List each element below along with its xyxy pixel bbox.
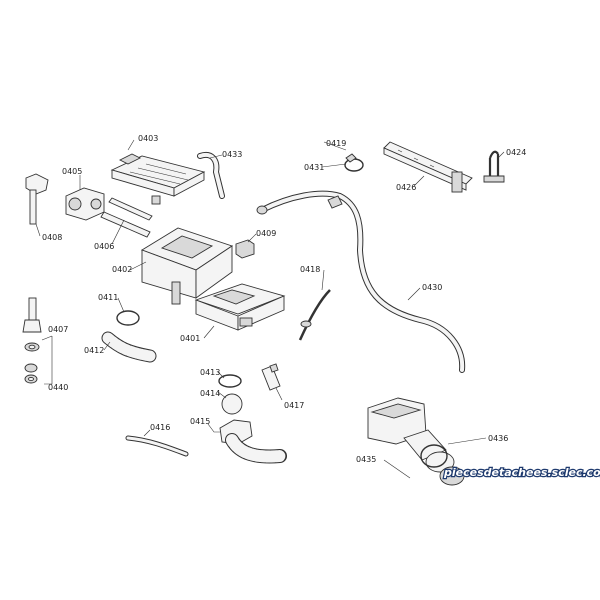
label-0407: 0407 xyxy=(48,325,68,334)
label-0416: 0416 xyxy=(150,423,170,432)
label-0403: 0403 xyxy=(138,134,158,143)
watermark-text: piecesdetachees.sclec.com xyxy=(443,466,600,479)
label-0418: 0418 xyxy=(300,265,320,274)
label-0430: 0430 xyxy=(422,283,442,292)
part-0430-drain-hose xyxy=(256,190,466,373)
part-0415-sump-hose xyxy=(219,419,287,464)
part-0426-rail xyxy=(383,141,473,193)
part-0408-valve xyxy=(22,173,49,333)
label-0402: 0402 xyxy=(112,265,132,274)
part-0436-gasket xyxy=(420,444,465,486)
part-0435-drain-pump xyxy=(367,397,455,473)
part-0413-clamp-ring xyxy=(218,374,242,388)
label-0435: 0435 xyxy=(356,455,376,464)
part-labels: 0403 0433 0405 0408 0406 0402 0409 0411 … xyxy=(42,134,526,464)
label-0440: 0440 xyxy=(48,383,68,392)
part-0424-hook xyxy=(483,150,505,183)
part-0433-hose xyxy=(197,152,225,199)
part-0414-ball xyxy=(221,393,243,415)
part-0401-detergent-drawer xyxy=(194,283,286,331)
label-0415: 0415 xyxy=(190,417,210,426)
part-0419-clamp xyxy=(344,153,364,172)
part-0403-dispenser-lid xyxy=(110,153,206,205)
label-0414: 0414 xyxy=(200,389,220,398)
label-0419: 0419 xyxy=(326,139,346,148)
part-0409-bracket xyxy=(235,239,255,259)
part-0440-seal xyxy=(24,363,38,384)
part-0405-inlet-valve xyxy=(65,187,105,221)
part-0406-tube xyxy=(100,197,153,238)
label-0412: 0412 xyxy=(84,346,104,355)
label-0408: 0408 xyxy=(42,233,62,242)
part-0407-seal xyxy=(24,342,40,352)
label-0401: 0401 xyxy=(180,334,200,343)
part-0418-pressure-tube xyxy=(298,289,331,341)
part-0417-level-sensor xyxy=(261,363,281,391)
label-0424: 0424 xyxy=(506,148,526,157)
label-0431: 0431 xyxy=(304,163,324,172)
label-0417: 0417 xyxy=(284,401,304,410)
label-0405: 0405 xyxy=(62,167,82,176)
label-0426: 0426 xyxy=(396,183,416,192)
part-0402-dispenser-housing xyxy=(140,227,234,305)
label-0436: 0436 xyxy=(488,434,508,443)
part-0412-hose xyxy=(101,331,157,363)
label-0433: 0433 xyxy=(222,150,242,159)
part-0411-clamp-ring xyxy=(116,310,140,326)
label-0409: 0409 xyxy=(256,229,276,238)
label-0411: 0411 xyxy=(98,293,118,302)
label-0413: 0413 xyxy=(200,368,220,377)
leader-lines xyxy=(35,139,505,479)
part-0416-hose xyxy=(125,435,189,457)
label-0406: 0406 xyxy=(94,242,114,251)
